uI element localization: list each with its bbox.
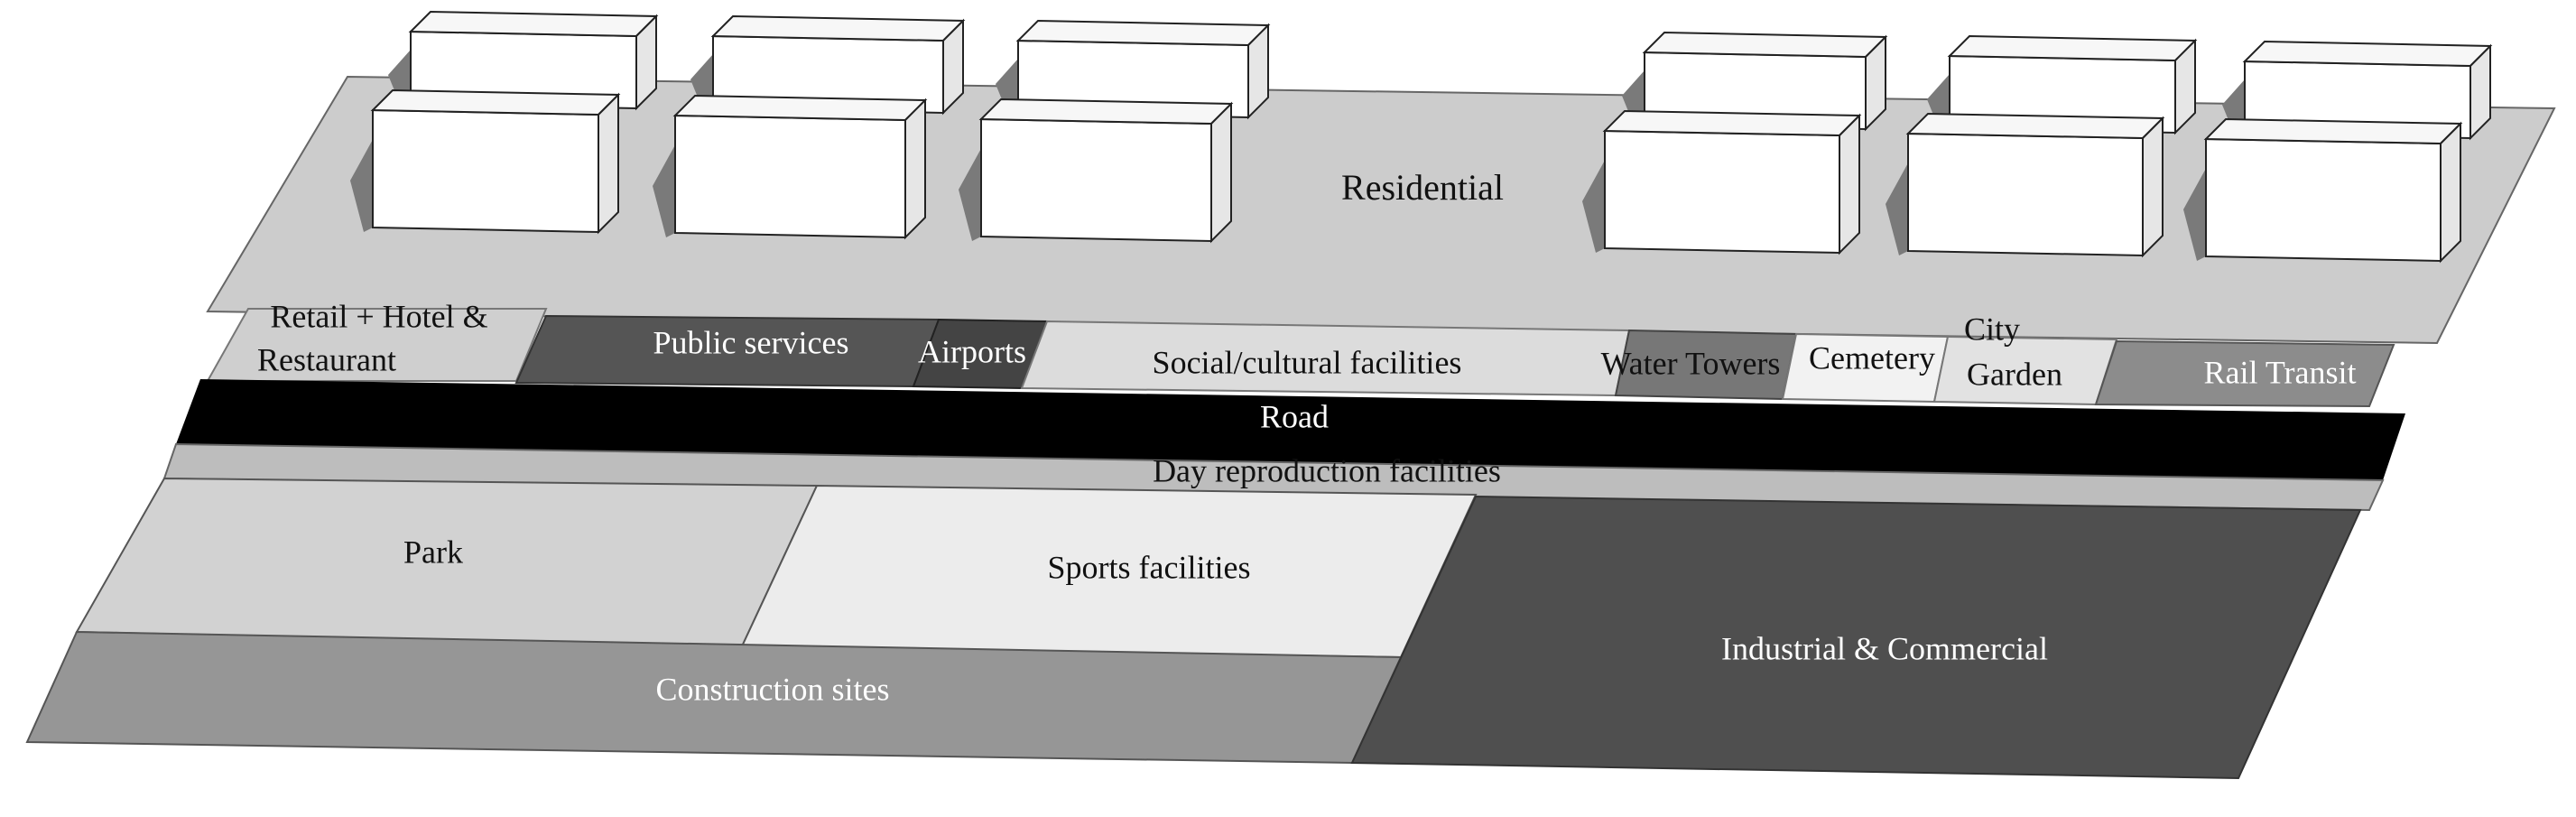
building-top-face xyxy=(370,88,621,116)
building-side-face xyxy=(1839,113,1860,255)
building-shadow xyxy=(2183,168,2206,261)
building-top-face xyxy=(710,14,966,42)
sports-facilities-label: Sports facilities xyxy=(1048,549,1251,585)
building-top-face xyxy=(1642,31,1888,59)
building-shadow xyxy=(959,148,981,241)
residential-building xyxy=(1582,109,1862,255)
building-side-face xyxy=(1247,23,1269,120)
building-side-face xyxy=(904,97,926,240)
city-garden-label-line2: Garden xyxy=(1967,356,2062,392)
residential-building xyxy=(2222,40,2493,141)
building-side-face xyxy=(2469,43,2491,141)
residential-label: Residential xyxy=(1341,167,1504,208)
building-top-face xyxy=(2203,117,2463,145)
residential-buildings xyxy=(350,10,2493,264)
building-front-face xyxy=(980,117,1212,243)
public-services-label: Public services xyxy=(653,324,849,360)
building-side-face xyxy=(2142,116,2164,258)
retail-label-line2: Restaurant xyxy=(257,341,396,377)
residential-building xyxy=(996,19,1271,120)
residential-building xyxy=(350,88,621,235)
road xyxy=(176,379,2405,480)
social-cultural-label: Social/cultural facilities xyxy=(1153,344,1462,380)
water-towers-label: Water Towers xyxy=(1601,345,1781,381)
building-top-face xyxy=(672,94,928,122)
rail-transit-zone xyxy=(2094,339,2395,408)
building-front-face xyxy=(1907,132,2144,257)
building-front-face xyxy=(2205,137,2442,263)
residential-building xyxy=(2183,117,2463,264)
building-top-face xyxy=(408,10,659,38)
city-garden-label-line1: City xyxy=(1964,311,2020,347)
building-shadow xyxy=(350,139,373,232)
building-top-face xyxy=(2242,40,2493,68)
building-side-face xyxy=(2174,38,2196,135)
building-side-face xyxy=(2440,121,2461,264)
building-shadow xyxy=(1886,162,1908,255)
building-top-face xyxy=(1947,34,2198,62)
day-reproduction-zone xyxy=(162,442,2385,512)
residential-building xyxy=(1927,34,2198,135)
building-top-face xyxy=(1602,109,1862,137)
residential-building xyxy=(388,10,659,111)
building-top-face xyxy=(1905,112,2165,140)
park-label: Park xyxy=(403,534,463,570)
construction-sites-label: Construction sites xyxy=(656,671,890,707)
building-front-face xyxy=(674,114,906,239)
building-shadow xyxy=(1582,160,1605,253)
building-side-face xyxy=(942,18,964,116)
building-front-face xyxy=(372,108,599,234)
cemetery-label: Cemetery xyxy=(1809,339,1935,376)
building-side-face xyxy=(1865,34,1886,132)
residential-building xyxy=(959,97,1234,244)
residential-building xyxy=(653,94,928,240)
rail-transit-label: Rail Transit xyxy=(2203,354,2356,390)
building-side-face xyxy=(635,14,657,111)
building-shadow xyxy=(653,144,675,237)
industrial-commercial-label: Industrial & Commercial xyxy=(1721,630,2048,666)
road-label: Road xyxy=(1260,398,1329,434)
building-side-face xyxy=(1210,101,1232,244)
retail-label-line1: Retail + Hotel & xyxy=(270,298,487,334)
day-reproduction-label: Day reproduction facilities xyxy=(1153,452,1501,488)
building-top-face xyxy=(978,97,1234,125)
residential-building xyxy=(1886,112,2165,258)
building-top-face xyxy=(1015,19,1271,47)
airports-label: Airports xyxy=(918,333,1026,369)
industrial-commercial-zone xyxy=(1350,495,2362,780)
building-side-face xyxy=(598,92,619,235)
building-front-face xyxy=(1604,129,1840,255)
